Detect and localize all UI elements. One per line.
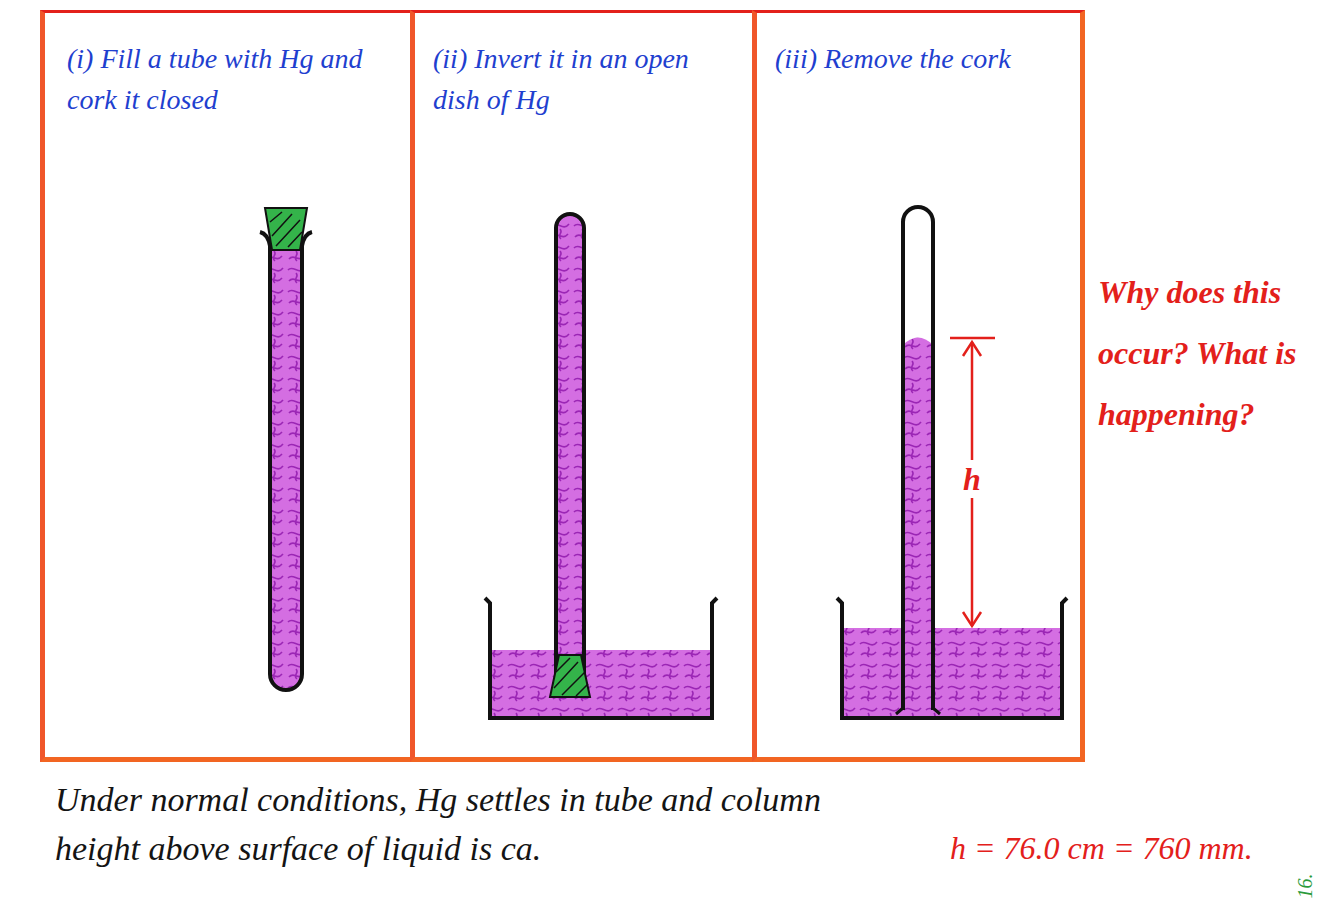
dimension-bar: [950, 337, 995, 340]
dish: [485, 598, 717, 718]
height-value: h = 76.0 cm = 760 mm.: [950, 824, 1253, 872]
explanation-note: Under normal conditions, Hg settles in t…: [55, 775, 865, 874]
step-panel: (ii) Invert it in an open dish of Hg: [410, 10, 752, 762]
step-panel: (i) Fill a tube with Hg and cork it clos…: [40, 10, 410, 762]
tube-outline: [556, 214, 584, 696]
step-heading: (ii) Invert it in an open dish of Hg: [433, 39, 725, 120]
cork: [265, 208, 307, 250]
question-note: Why does this occur? What is happening?: [1098, 262, 1298, 444]
step-heading: (i) Fill a tube with Hg and cork it clos…: [67, 39, 389, 120]
filled-tube: [260, 208, 312, 690]
cork: [550, 655, 590, 697]
mercury-column: [556, 214, 584, 696]
page-number: 16.: [1293, 874, 1317, 899]
arrowhead: [963, 342, 981, 356]
inverted-corked-tube: [485, 214, 717, 718]
cork-hatching: [270, 212, 302, 247]
dish: [837, 598, 1067, 718]
vacuum-space: [903, 207, 933, 710]
barometer: [837, 207, 1067, 718]
tube-outline: [903, 207, 933, 710]
cork-hatching: [554, 658, 588, 696]
dish-mercury: [490, 650, 712, 718]
dish-mercury: [842, 628, 1062, 718]
step-heading: (iii) Remove the cork: [775, 39, 1075, 80]
height-dimension: [950, 338, 995, 626]
mercury-column: [903, 338, 933, 711]
arrowhead: [963, 612, 981, 626]
dimension-label: h: [960, 460, 984, 498]
tube-outline: [270, 240, 302, 690]
tube-foot: [896, 708, 940, 714]
step-panel: (iii) Remove the cork: [752, 10, 1085, 762]
mercury-column: [270, 240, 302, 690]
